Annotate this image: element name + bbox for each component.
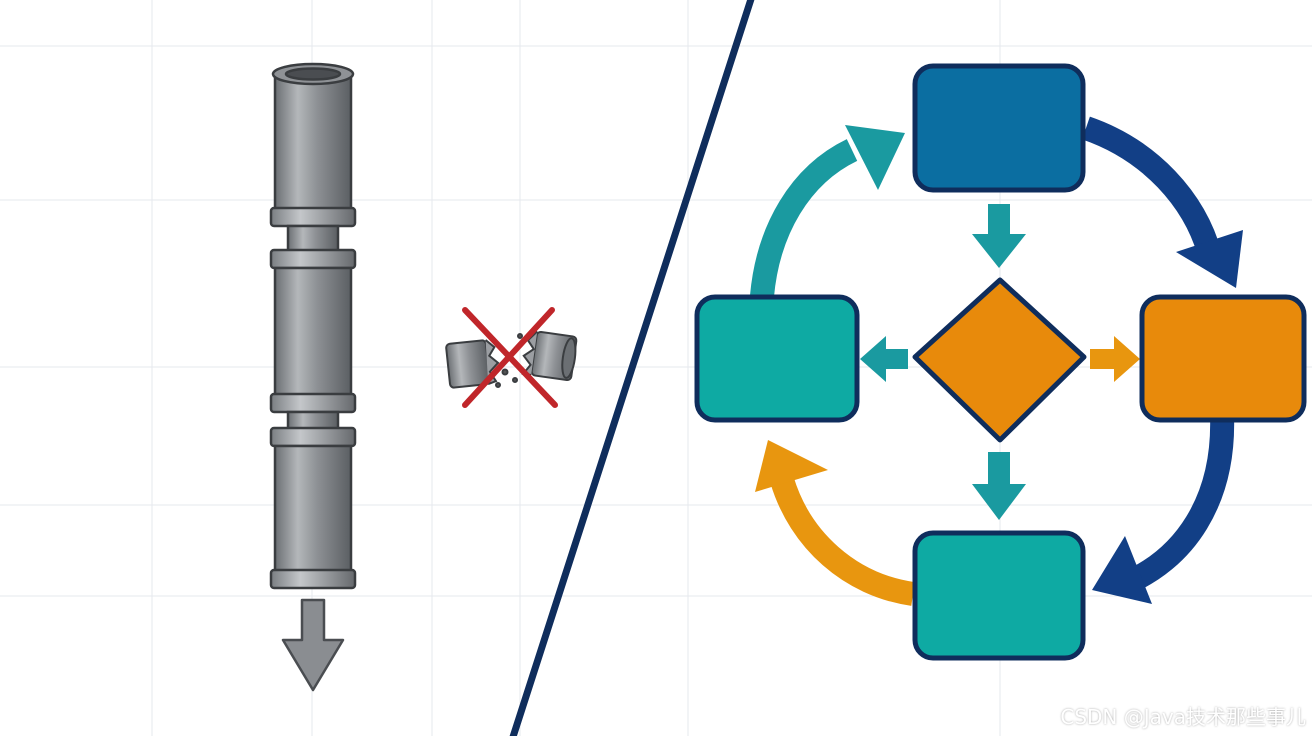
right-arrow-center [1090,336,1140,382]
decision-diamond [912,277,1087,443]
right-process-node [1139,294,1307,423]
down-arrow-top [972,204,1026,268]
cycle-arrow-navy-top [1081,116,1243,288]
bottom-process-node [912,530,1086,661]
stacked-pipe-icon [269,62,357,590]
broken-pipe-icon [445,330,578,389]
cycle-arrow-teal [750,125,905,298]
red-x-icon [462,307,558,408]
left-arrow-center [860,336,908,382]
left-process-node [694,294,860,423]
watermark-text: CSDN @Java技术那些事儿 [1060,705,1306,729]
cycle-arrow-orange [755,440,916,606]
diagonal-divider [509,0,755,736]
down-arrow-icon [281,598,345,692]
down-arrow-bottom [972,452,1026,520]
top-process-node [912,63,1086,193]
cycle-arrow-navy-bottom [1092,414,1235,604]
